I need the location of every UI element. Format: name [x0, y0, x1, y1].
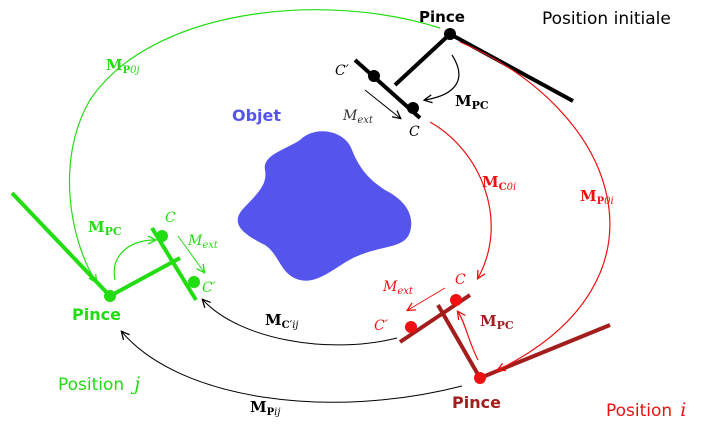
label-m-ext-initial: Mext — [342, 108, 374, 126]
label-pince-j: Pince — [72, 305, 121, 324]
point-c-initial — [407, 102, 419, 114]
label-c-i: C — [455, 272, 466, 288]
label-position-initiale: Position initiale — [542, 9, 671, 29]
label-pince-i: Pince — [452, 393, 501, 412]
point-c-i — [450, 294, 462, 306]
arrow-m-c0i — [429, 121, 492, 278]
gripper-initial — [353, 28, 574, 118]
label-m-pc-j: MPC — [88, 218, 122, 238]
point-c-prime-i — [405, 321, 417, 333]
label-c-prime-initial: C′ — [335, 63, 350, 79]
label-c-j: C — [165, 210, 176, 226]
pince-point-i — [474, 372, 486, 384]
pince-point-j — [104, 290, 116, 302]
label-m-pc-i: MPC — [480, 312, 514, 332]
label-m-ext-j: Mext — [187, 233, 219, 251]
point-c-prime-initial — [368, 70, 380, 82]
arrow-m-p0i — [459, 41, 611, 370]
label-m-ext-i: Mext — [382, 279, 414, 297]
point-c-j — [156, 230, 168, 242]
arrow-m-cpij — [203, 300, 398, 346]
label-c-initial: C — [409, 124, 420, 140]
point-c-prime-j — [188, 276, 200, 288]
label-m-pij: MPij — [250, 398, 280, 418]
label-c-prime-j: C′ — [202, 280, 217, 296]
label-objet: Objet — [232, 106, 281, 125]
label-c-prime-i: C′ — [374, 318, 389, 334]
pince-point-initial — [444, 28, 456, 40]
label-m-pc-initial: MPC — [455, 92, 489, 112]
arrow-m-pij — [122, 332, 463, 403]
gripper-position-i — [398, 287, 611, 384]
arrow-m-p0j — [68, 9, 441, 282]
object-shape — [237, 131, 412, 281]
label-m-p0j: MP0j — [106, 56, 140, 76]
label-m-c0i: MC0i — [482, 173, 516, 193]
label-pince-initial: Pince — [419, 8, 465, 26]
label-m-cpij: MC′ij — [265, 311, 299, 331]
label-m-p0i: MP0i — [580, 187, 614, 207]
